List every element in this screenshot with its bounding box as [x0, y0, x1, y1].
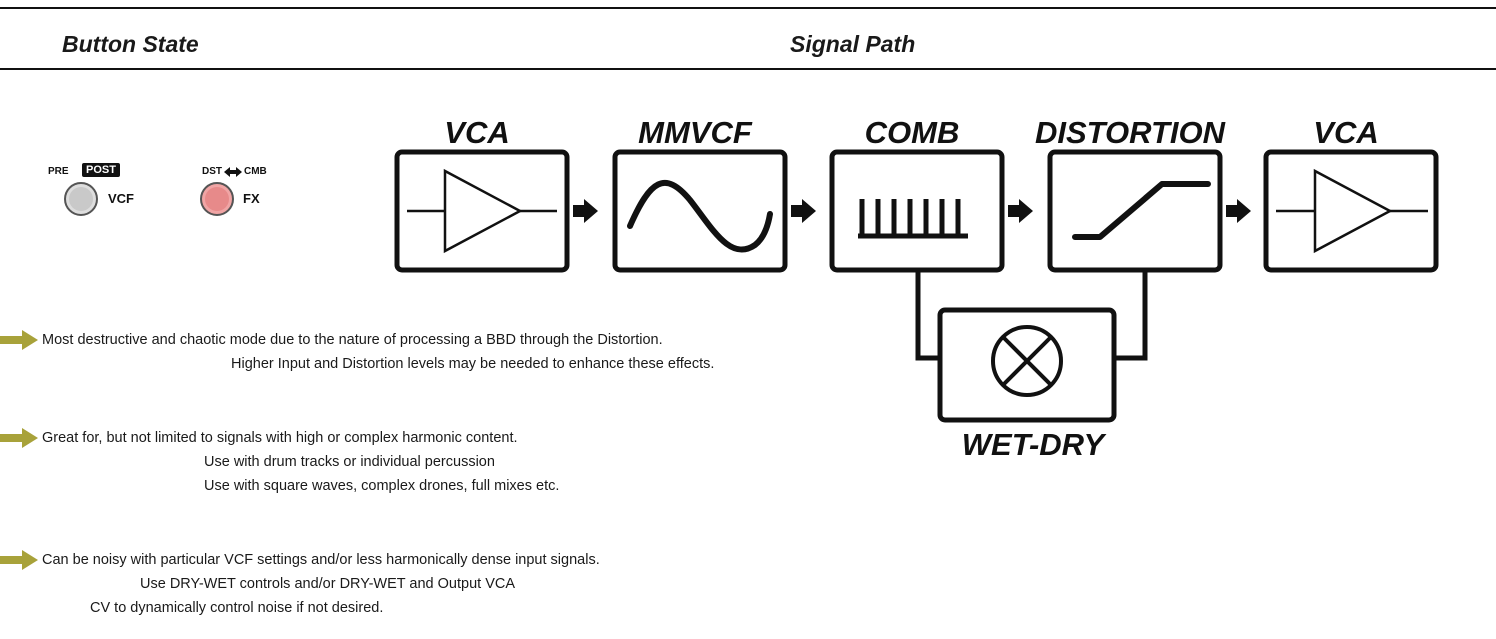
vca-in-block	[394, 149, 570, 273]
flow-arrow-icon	[573, 199, 598, 223]
amplifier-triangle-icon	[407, 168, 557, 254]
fx-name-label: FX	[243, 191, 260, 206]
comb-teeth-icon	[858, 199, 968, 239]
fx-button[interactable]	[200, 182, 234, 216]
vcf-name-label: VCF	[108, 191, 134, 206]
wet-dry-block	[937, 307, 1117, 423]
header-rule	[0, 68, 1496, 70]
note-1-sub-1: Higher Input and Distortion levels may b…	[231, 356, 715, 372]
comb-block	[829, 149, 1005, 273]
sine-wave-icon	[627, 179, 773, 253]
note-arrow-icon	[0, 550, 38, 570]
distortion-label: DISTORTION	[1035, 115, 1226, 150]
wet-dry-label: WET-DRY	[962, 427, 1108, 462]
both-directions-icon	[224, 167, 242, 177]
flow-arrow-icon	[1008, 199, 1033, 223]
note-arrow-icon	[0, 330, 38, 350]
note-2-sub-1: Use with drum tracks or individual percu…	[204, 454, 495, 470]
fx-cmb-label: CMB	[244, 166, 267, 177]
vcf-button[interactable]	[64, 182, 98, 216]
button-state-heading: Button State	[62, 31, 199, 57]
note-2-sub-2: Use with square waves, complex drones, f…	[204, 478, 560, 494]
note-1-main: Most destructive and chaotic mode due to…	[42, 332, 663, 348]
vca-out-label: VCA	[1313, 115, 1378, 150]
note-arrow-icon	[0, 428, 38, 448]
mmvcf-block	[612, 149, 788, 273]
vcf-pre-label: PRE	[48, 166, 69, 177]
fx-dst-label: DST	[202, 166, 222, 177]
note-3-main: Can be noisy with particular VCF setting…	[42, 552, 600, 568]
comb-label: COMB	[865, 115, 960, 150]
vcf-post-label: POST	[82, 163, 120, 177]
top-rule	[0, 7, 1496, 9]
flow-arrow-icon	[791, 199, 816, 223]
note-2-main: Great for, but not limited to signals wi…	[42, 430, 518, 446]
vca-in-label: VCA	[444, 115, 509, 150]
note-2: Great for, but not limited to signals wi…	[0, 426, 870, 498]
mmvcf-label: MMVCF	[638, 115, 753, 150]
flow-arrow-icon	[1226, 199, 1251, 223]
note-1: Most destructive and chaotic mode due to…	[0, 328, 870, 376]
vca-out-block	[1263, 149, 1439, 273]
clip-curve-icon	[1072, 181, 1211, 240]
signal-path-heading: Signal Path	[790, 31, 916, 57]
note-3: Can be noisy with particular VCF setting…	[0, 548, 870, 620]
amplifier-triangle-icon	[1276, 168, 1428, 254]
note-3-sub-1: Use DRY-WET controls and/or DRY-WET and …	[140, 576, 516, 592]
distortion-block	[1047, 149, 1223, 273]
comb-to-mixer-line	[915, 270, 940, 361]
circle-cross-icon	[991, 325, 1063, 397]
distortion-to-mixer-line	[1114, 270, 1148, 361]
note-3-sub-2: CV to dynamically control noise if not d…	[90, 600, 384, 616]
